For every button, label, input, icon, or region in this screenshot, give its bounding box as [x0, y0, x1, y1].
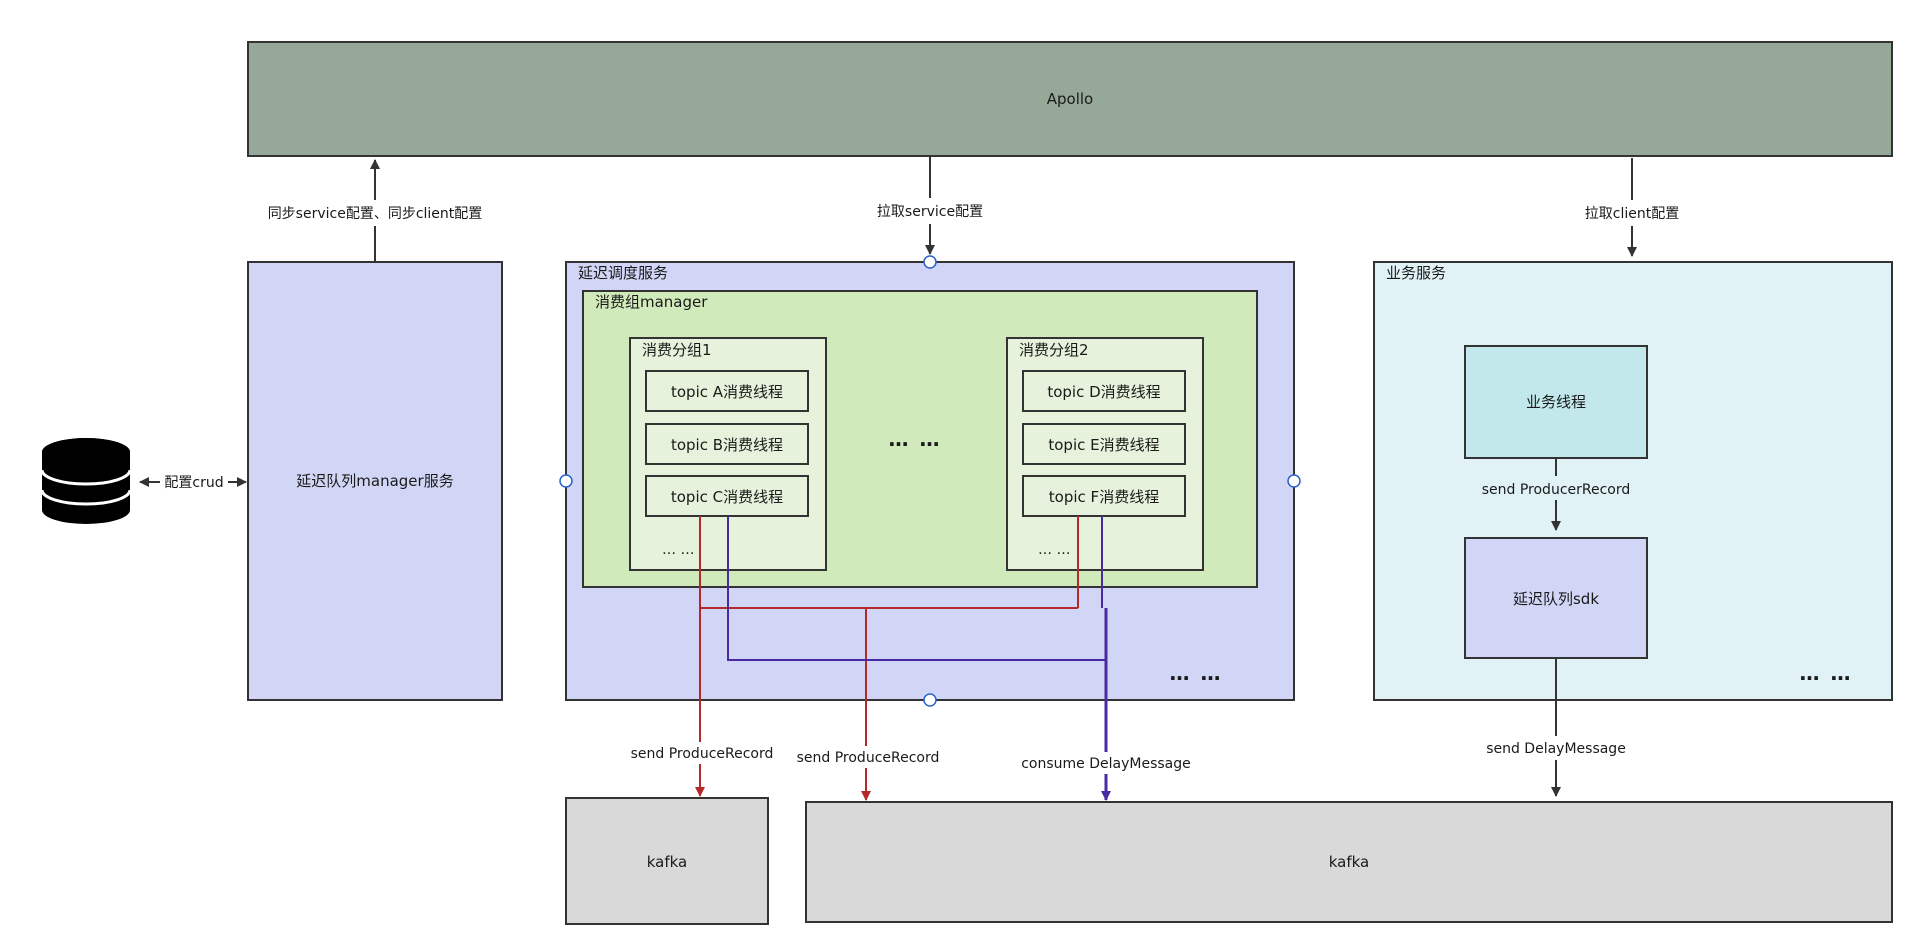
thread-topic-f-label: topic F消费线程	[1049, 488, 1159, 506]
thread-topic-a[interactable]: topic A消费线程	[645, 370, 809, 412]
business-thread-node[interactable]: 业务线程	[1464, 345, 1648, 459]
thread-topic-e[interactable]: topic E消费线程	[1022, 423, 1186, 465]
consumer-group-2-more: … …	[1038, 542, 1070, 558]
delay-scheduler-title: 延迟调度服务	[578, 264, 668, 282]
edge-label-config-crud: 配置crud	[164, 475, 223, 491]
manager-service-label: 延迟队列manager服务	[296, 472, 453, 490]
edge-label-send-produce-record-2: send ProduceRecord	[797, 750, 940, 766]
edge-send-producer-record: send ProducerRecord	[1478, 458, 1634, 531]
consumer-group-1-more: … …	[662, 542, 694, 558]
manager-service-node[interactable]: 延迟队列manager服务	[247, 261, 503, 701]
thread-topic-d[interactable]: topic D消费线程	[1022, 370, 1186, 412]
thread-topic-e-label: topic E消费线程	[1048, 436, 1159, 454]
thread-topic-d-label: topic D消费线程	[1047, 383, 1160, 401]
edge-label-send-produce-record-1: send ProduceRecord	[631, 746, 774, 762]
handle-bottom[interactable]	[923, 693, 937, 707]
apollo-label: Apollo	[1047, 90, 1093, 108]
kafka-large-label: kafka	[1329, 853, 1370, 871]
thread-topic-f[interactable]: topic F消费线程	[1022, 475, 1186, 517]
edge-label-send-producer-record: send ProducerRecord	[1482, 482, 1631, 498]
edge-label-sync-config: 同步service配置、同步client配置	[268, 206, 483, 222]
edge-label-send-delay-message: send DelayMessage	[1486, 741, 1626, 757]
apollo-node[interactable]: Apollo	[247, 41, 1893, 157]
consumer-group-manager-title: 消费组manager	[595, 293, 708, 311]
handle-top[interactable]	[923, 255, 937, 269]
business-service-title: 业务服务	[1386, 264, 1446, 282]
kafka-small-label: kafka	[647, 853, 688, 871]
delay-scheduler-more: … …	[1170, 661, 1223, 685]
handle-right[interactable]	[1287, 474, 1301, 488]
edge-label-pull-client: 拉取client配置	[1585, 206, 1679, 222]
edge-label-pull-service: 拉取service配置	[877, 204, 983, 220]
kafka-small-node[interactable]: kafka	[565, 797, 769, 925]
between-groups-more: … …	[889, 427, 942, 451]
kafka-large-node[interactable]: kafka	[805, 801, 1893, 923]
edge-pull-service: 拉取service配置	[870, 156, 990, 255]
consumer-group-1-title: 消费分组1	[642, 341, 712, 359]
sdk-label: 延迟队列sdk	[1513, 590, 1599, 608]
database-icon	[40, 438, 132, 524]
handle-left[interactable]	[559, 474, 573, 488]
edge-config-crud: 配置crud	[139, 475, 247, 491]
thread-topic-c[interactable]: topic C消费线程	[645, 475, 809, 517]
business-service-more: … …	[1800, 661, 1853, 685]
thread-topic-b[interactable]: topic B消费线程	[645, 423, 809, 465]
edge-send-delay-message: send DelayMessage	[1480, 658, 1632, 797]
edge-sync-config: 同步service配置、同步client配置	[260, 159, 490, 262]
edge-label-consume-delay-message: consume DelayMessage	[1021, 756, 1191, 772]
thread-topic-c-label: topic C消费线程	[671, 488, 783, 506]
thread-topic-b-label: topic B消费线程	[671, 436, 783, 454]
business-thread-label: 业务线程	[1526, 393, 1586, 411]
thread-topic-a-label: topic A消费线程	[671, 383, 783, 401]
connection-handles	[559, 255, 1301, 707]
sdk-node[interactable]: 延迟队列sdk	[1464, 537, 1648, 659]
edge-pull-client: 拉取client配置	[1578, 158, 1686, 257]
consumer-group-2-title: 消费分组2	[1019, 341, 1089, 359]
